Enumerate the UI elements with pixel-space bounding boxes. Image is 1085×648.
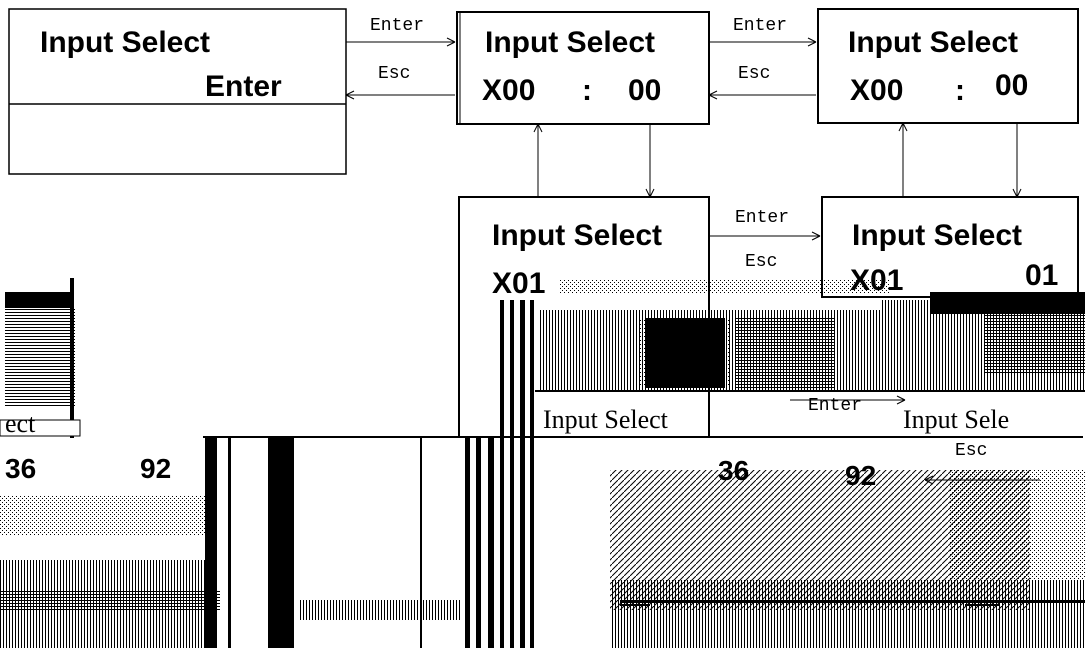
arrow-esc-label-1: Esc [378, 64, 410, 84]
arrow-root-to-topmid: Enter [346, 16, 455, 46]
glitch-num-left-a: 36 [5, 453, 36, 484]
box-top-right-title: Input Select [848, 26, 1018, 59]
arrow-enter-label-1: Enter [370, 16, 424, 36]
arrow-enter-label-2: Enter [733, 16, 787, 36]
glitch-num-mid-b: 92 [845, 460, 876, 491]
box-top-mid-left: X00 [482, 74, 535, 107]
glitch-title-right: Input Sele [903, 405, 1009, 434]
box-top-mid-title: Input Select [485, 26, 655, 59]
arrow-vert-right [899, 123, 1021, 197]
arrow-topmid-to-topright: Enter [709, 16, 816, 46]
box-top-right-right: 00 [995, 69, 1028, 102]
arrow-vert-mid [534, 124, 654, 197]
glitch-num-mid-a: 36 [718, 455, 749, 486]
glitch-title-left: ect [5, 409, 36, 438]
box-top-mid-right: 00 [628, 74, 661, 107]
glitch-enter: Enter [808, 396, 862, 416]
arrow-enter-label-3: Enter [735, 208, 789, 228]
box-root-enter: Enter [205, 70, 282, 103]
box-row2-mid-title: Input Select [492, 219, 662, 252]
box-top-right-sep: : [955, 74, 965, 107]
glitch-title-mid: Input Select [543, 405, 669, 434]
arrow-esc-label-2: Esc [738, 64, 770, 84]
box-top-mid: Input Select X00 : 00 [457, 12, 709, 124]
box-top-right: Input Select X00 : 00 [818, 9, 1078, 123]
box-row2-right-right: 01 [1025, 259, 1058, 292]
box-root: Input Select Enter [9, 9, 346, 174]
arrow-topright-to-topmid: Esc [709, 64, 816, 99]
glitch-num-left-b: 92 [140, 453, 171, 484]
box-top-mid-sep: : [582, 74, 592, 107]
box-root-title: Input Select [40, 26, 210, 59]
arrow-row2-enter: Enter Esc [709, 208, 820, 272]
box-row2-mid-left: X01 [492, 267, 545, 300]
box-top-right-left: X00 [850, 74, 903, 107]
box-row2-right-title: Input Select [852, 219, 1022, 252]
glitch-esc: Esc [955, 441, 987, 461]
arrow-topmid-to-root: Esc [346, 64, 455, 99]
arrow-esc-label-3: Esc [745, 252, 777, 272]
